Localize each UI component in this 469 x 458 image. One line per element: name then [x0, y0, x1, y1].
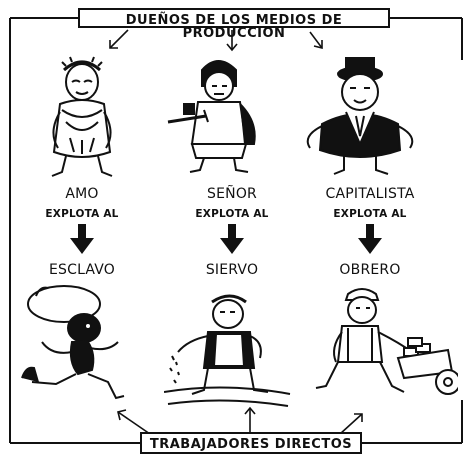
- obrero-illustration: [315, 288, 458, 395]
- worker-label-obrero: OBRERO: [339, 262, 401, 278]
- owner-label-senor: SEÑOR: [207, 186, 257, 202]
- esclavo-illustration: [21, 285, 125, 400]
- owner-label-capitalista: CAPITALISTA: [325, 186, 415, 202]
- down-arrow-senor-icon: [220, 224, 244, 254]
- senor-illustration: [167, 60, 256, 173]
- arrow-from-footer-left: [117, 409, 151, 435]
- capitalista-illustration: [306, 57, 414, 175]
- arrow-to-senor: [226, 30, 238, 52]
- arrow-to-capitalista: [309, 31, 323, 50]
- arrow-from-footer-right: [339, 413, 363, 435]
- amo-illustration: [51, 56, 113, 177]
- footer-banner: TRABAJADORES DIRECTOS: [140, 432, 362, 454]
- down-arrow-amo-icon: [70, 224, 94, 254]
- siervo-illustration: [164, 294, 291, 407]
- relation-label-amo: EXPLOTA AL: [45, 208, 119, 220]
- relation-label-capitalista: EXPLOTA AL: [333, 208, 407, 220]
- relation-label-senor: EXPLOTA AL: [195, 208, 269, 220]
- header-banner: DUEÑOS DE LOS MEDIOS DE PRODUCCION: [78, 8, 390, 40]
- owner-label-amo: AMO: [65, 186, 99, 202]
- arrow-to-amo: [109, 29, 129, 49]
- down-arrow-capitalista-icon: [358, 224, 382, 254]
- worker-label-siervo: SIERVO: [205, 262, 259, 278]
- arrow-from-footer-center: [244, 406, 256, 432]
- worker-label-esclavo: ESCLAVO: [48, 262, 116, 278]
